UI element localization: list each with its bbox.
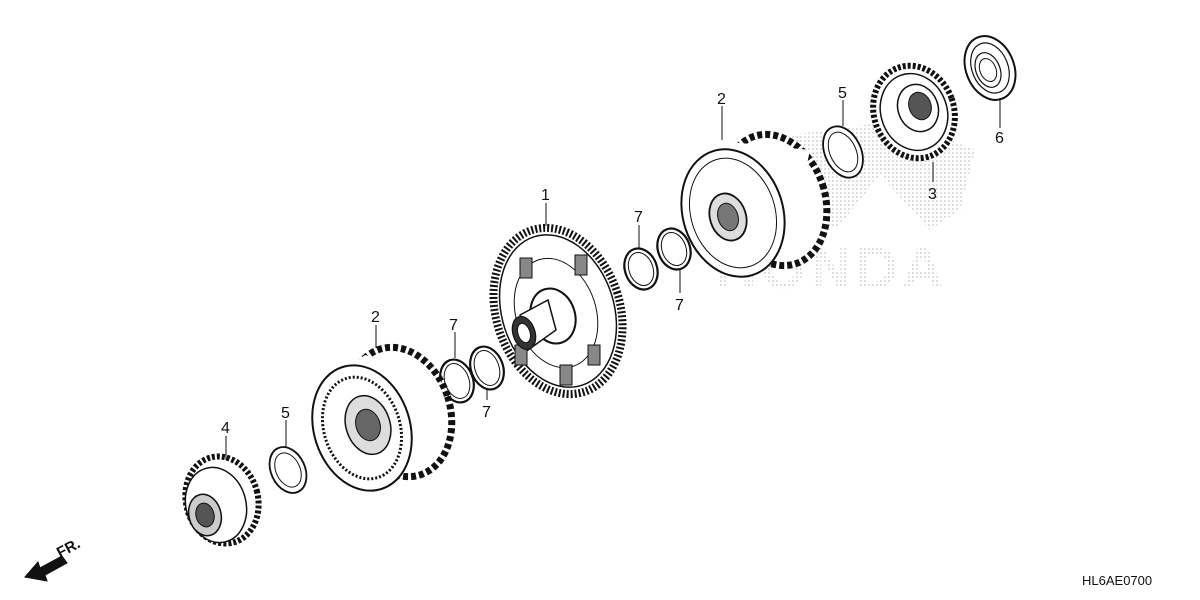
callout-part-6: 6 <box>995 130 1004 147</box>
callout-part-5-rear: 5 <box>838 85 847 102</box>
front-direction-indicator: FR. <box>24 535 83 582</box>
callout-part-4: 4 <box>221 420 230 437</box>
washer-part-5-front <box>268 446 308 494</box>
leader-lines <box>225 98 1001 460</box>
callout-part-1: 1 <box>541 187 550 204</box>
diagram-code: HL6AE0700 <box>1082 573 1152 588</box>
driven-gear-part-1 <box>489 223 627 399</box>
snap-ring-part-7-d <box>469 345 505 391</box>
front-arrow-icon <box>24 555 68 582</box>
callout-part-7-d: 7 <box>482 404 491 421</box>
washer-part-5-rear <box>822 125 864 179</box>
snap-ring-part-7-a <box>623 247 659 291</box>
snap-ring-part-7-b <box>656 227 692 271</box>
gear-part-3 <box>870 62 958 162</box>
callout-part-7-a: 7 <box>634 209 643 226</box>
callout-part-7-c: 7 <box>449 317 458 334</box>
clutch-drum-part-2-rear <box>680 130 831 278</box>
callout-part-2-front: 2 <box>371 309 380 326</box>
bearing-part-6 <box>963 35 1017 101</box>
callout-part-2-rear: 2 <box>717 91 726 108</box>
callout-part-7-b: 7 <box>675 297 684 314</box>
callout-part-3: 3 <box>928 186 937 203</box>
callout-part-5-front: 5 <box>281 405 290 422</box>
clutch-drum-part-2-front <box>311 343 456 492</box>
gear-part-4 <box>182 453 262 547</box>
